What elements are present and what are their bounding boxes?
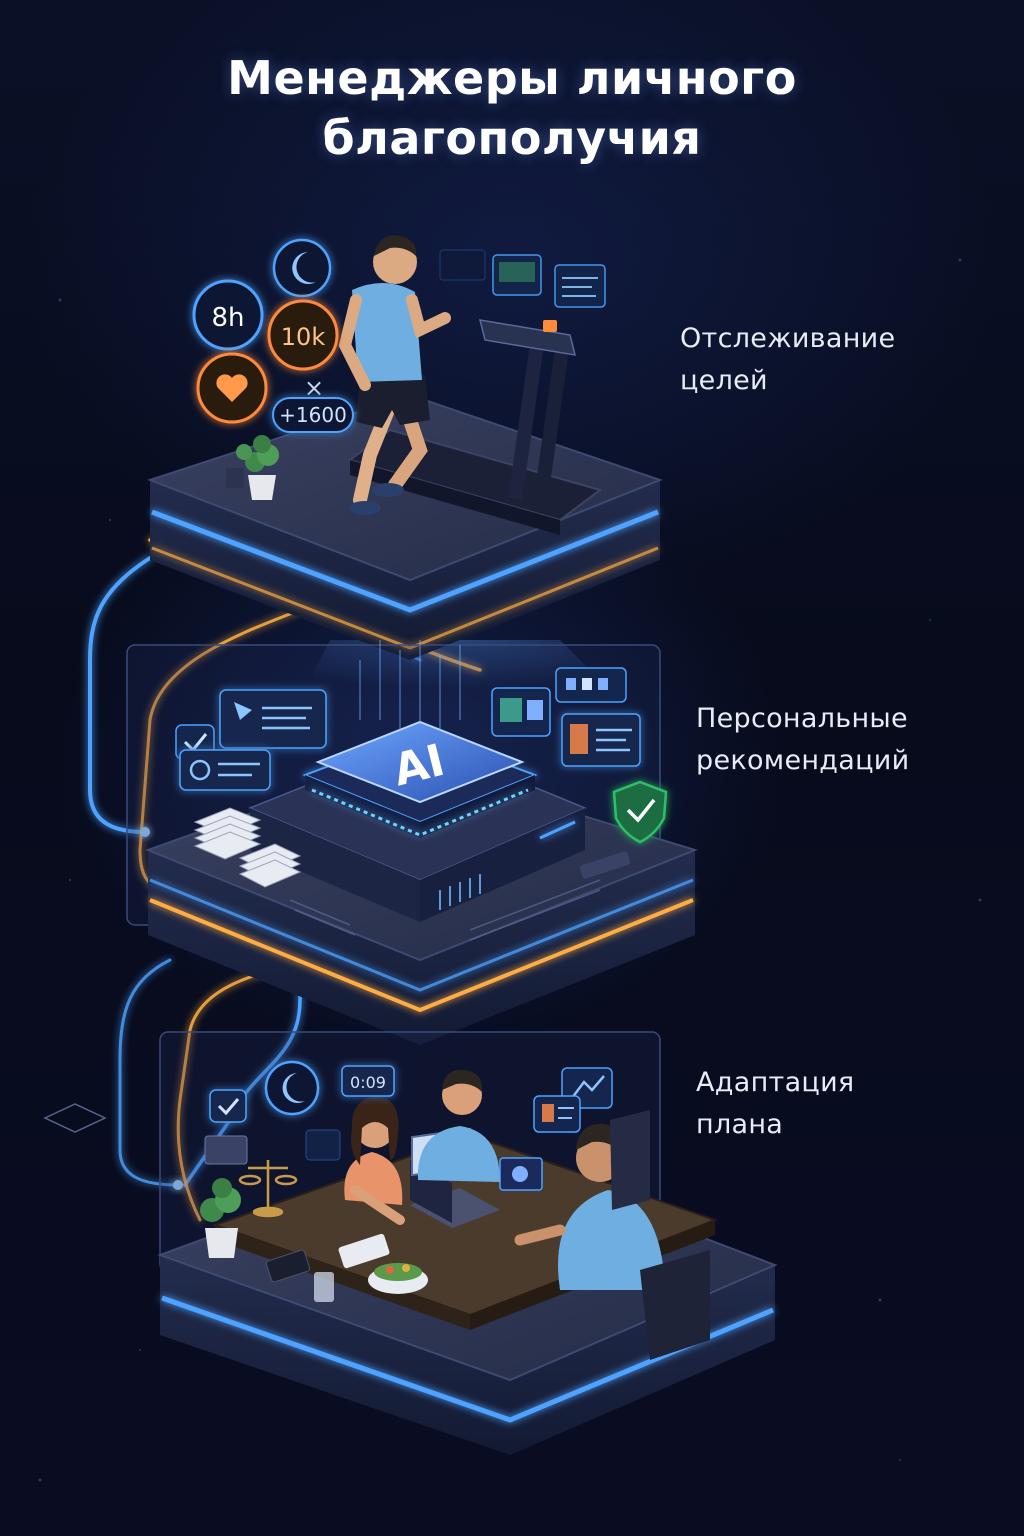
laptop-right (499, 1157, 543, 1191)
shield-check-icon (612, 780, 668, 844)
heart-icon (196, 352, 268, 424)
phone (265, 1249, 311, 1283)
potted-plant-2 (200, 1178, 241, 1258)
salad-bowl (368, 1263, 428, 1294)
calories-badge: +1600 (272, 397, 354, 433)
chair (610, 1110, 650, 1210)
notebook (338, 1233, 390, 1269)
page-title-line-1: Менеджеры личного (227, 51, 797, 105)
step-label-line: плана (696, 1109, 784, 1140)
recommendation-card-1 (219, 689, 327, 749)
step-label-line: Адаптация (696, 1067, 855, 1098)
data-stream (359, 640, 461, 730)
plan-timer-badge: 0:09 (341, 1065, 395, 1097)
platform-goal-tracking: 8h 10k × +1600 (147, 235, 663, 700)
small-device (579, 851, 631, 879)
plan-card-2 (533, 1095, 581, 1133)
ai-chip-label: AI (388, 735, 449, 797)
platform-plan-adaptation: 0:09 (157, 1031, 778, 1455)
sleep-hours-badge: 8h (192, 279, 264, 351)
ai-chip: AI (302, 720, 538, 838)
step-label-goal-tracking: Отслеживание целей (680, 318, 895, 402)
step-label-plan-adaptation: Адаптация плана (696, 1062, 854, 1146)
check-icon (209, 1089, 247, 1123)
calories-value: +1600 (279, 403, 347, 427)
page-title: Менеджеры личного благополучия (0, 48, 1024, 168)
recommendation-card-5 (561, 713, 641, 767)
balance-scale (238, 1160, 298, 1218)
platform-recommendations: AI (126, 640, 699, 1045)
potted-plant (236, 435, 279, 500)
person-woman (344, 1096, 405, 1225)
step-label-recommendations: Персональные рекомендаций (696, 698, 910, 782)
sleep-hours-value: 8h (211, 303, 244, 333)
step-label-line: целей (680, 365, 768, 396)
steps-value: 10k (281, 323, 326, 351)
floating-screens (439, 249, 606, 308)
desk-grid-lines (289, 879, 601, 941)
step-label-line: Отслеживание (680, 323, 896, 354)
steps-badge: 10k (267, 299, 339, 371)
printer (204, 1135, 248, 1165)
plan-timer-value: 0:09 (350, 1073, 386, 1092)
recommendation-card-4 (555, 667, 627, 703)
recommendation-card-2 (179, 749, 271, 791)
recommendation-card-3 (491, 687, 551, 737)
person-man-center (417, 1069, 500, 1182)
moon-icon (272, 238, 332, 298)
runner-person (338, 235, 451, 515)
chair-front (640, 1250, 710, 1360)
moon-icon (264, 1060, 320, 1116)
close-mark: × (304, 374, 324, 402)
water-bottle (226, 468, 244, 488)
paper-stacks (193, 807, 302, 888)
step-label-line: Персональные (696, 703, 908, 734)
step-label-line: рекомендаций (696, 745, 910, 776)
flag-icon (234, 702, 252, 720)
page-title-line-2: благополучия (322, 111, 702, 165)
decorative-diamond (43, 1103, 107, 1133)
background-particles (38, 258, 982, 1482)
plan-card-3 (305, 1129, 341, 1161)
close-mark-badge: × (304, 374, 324, 402)
water-glass (314, 1272, 334, 1302)
